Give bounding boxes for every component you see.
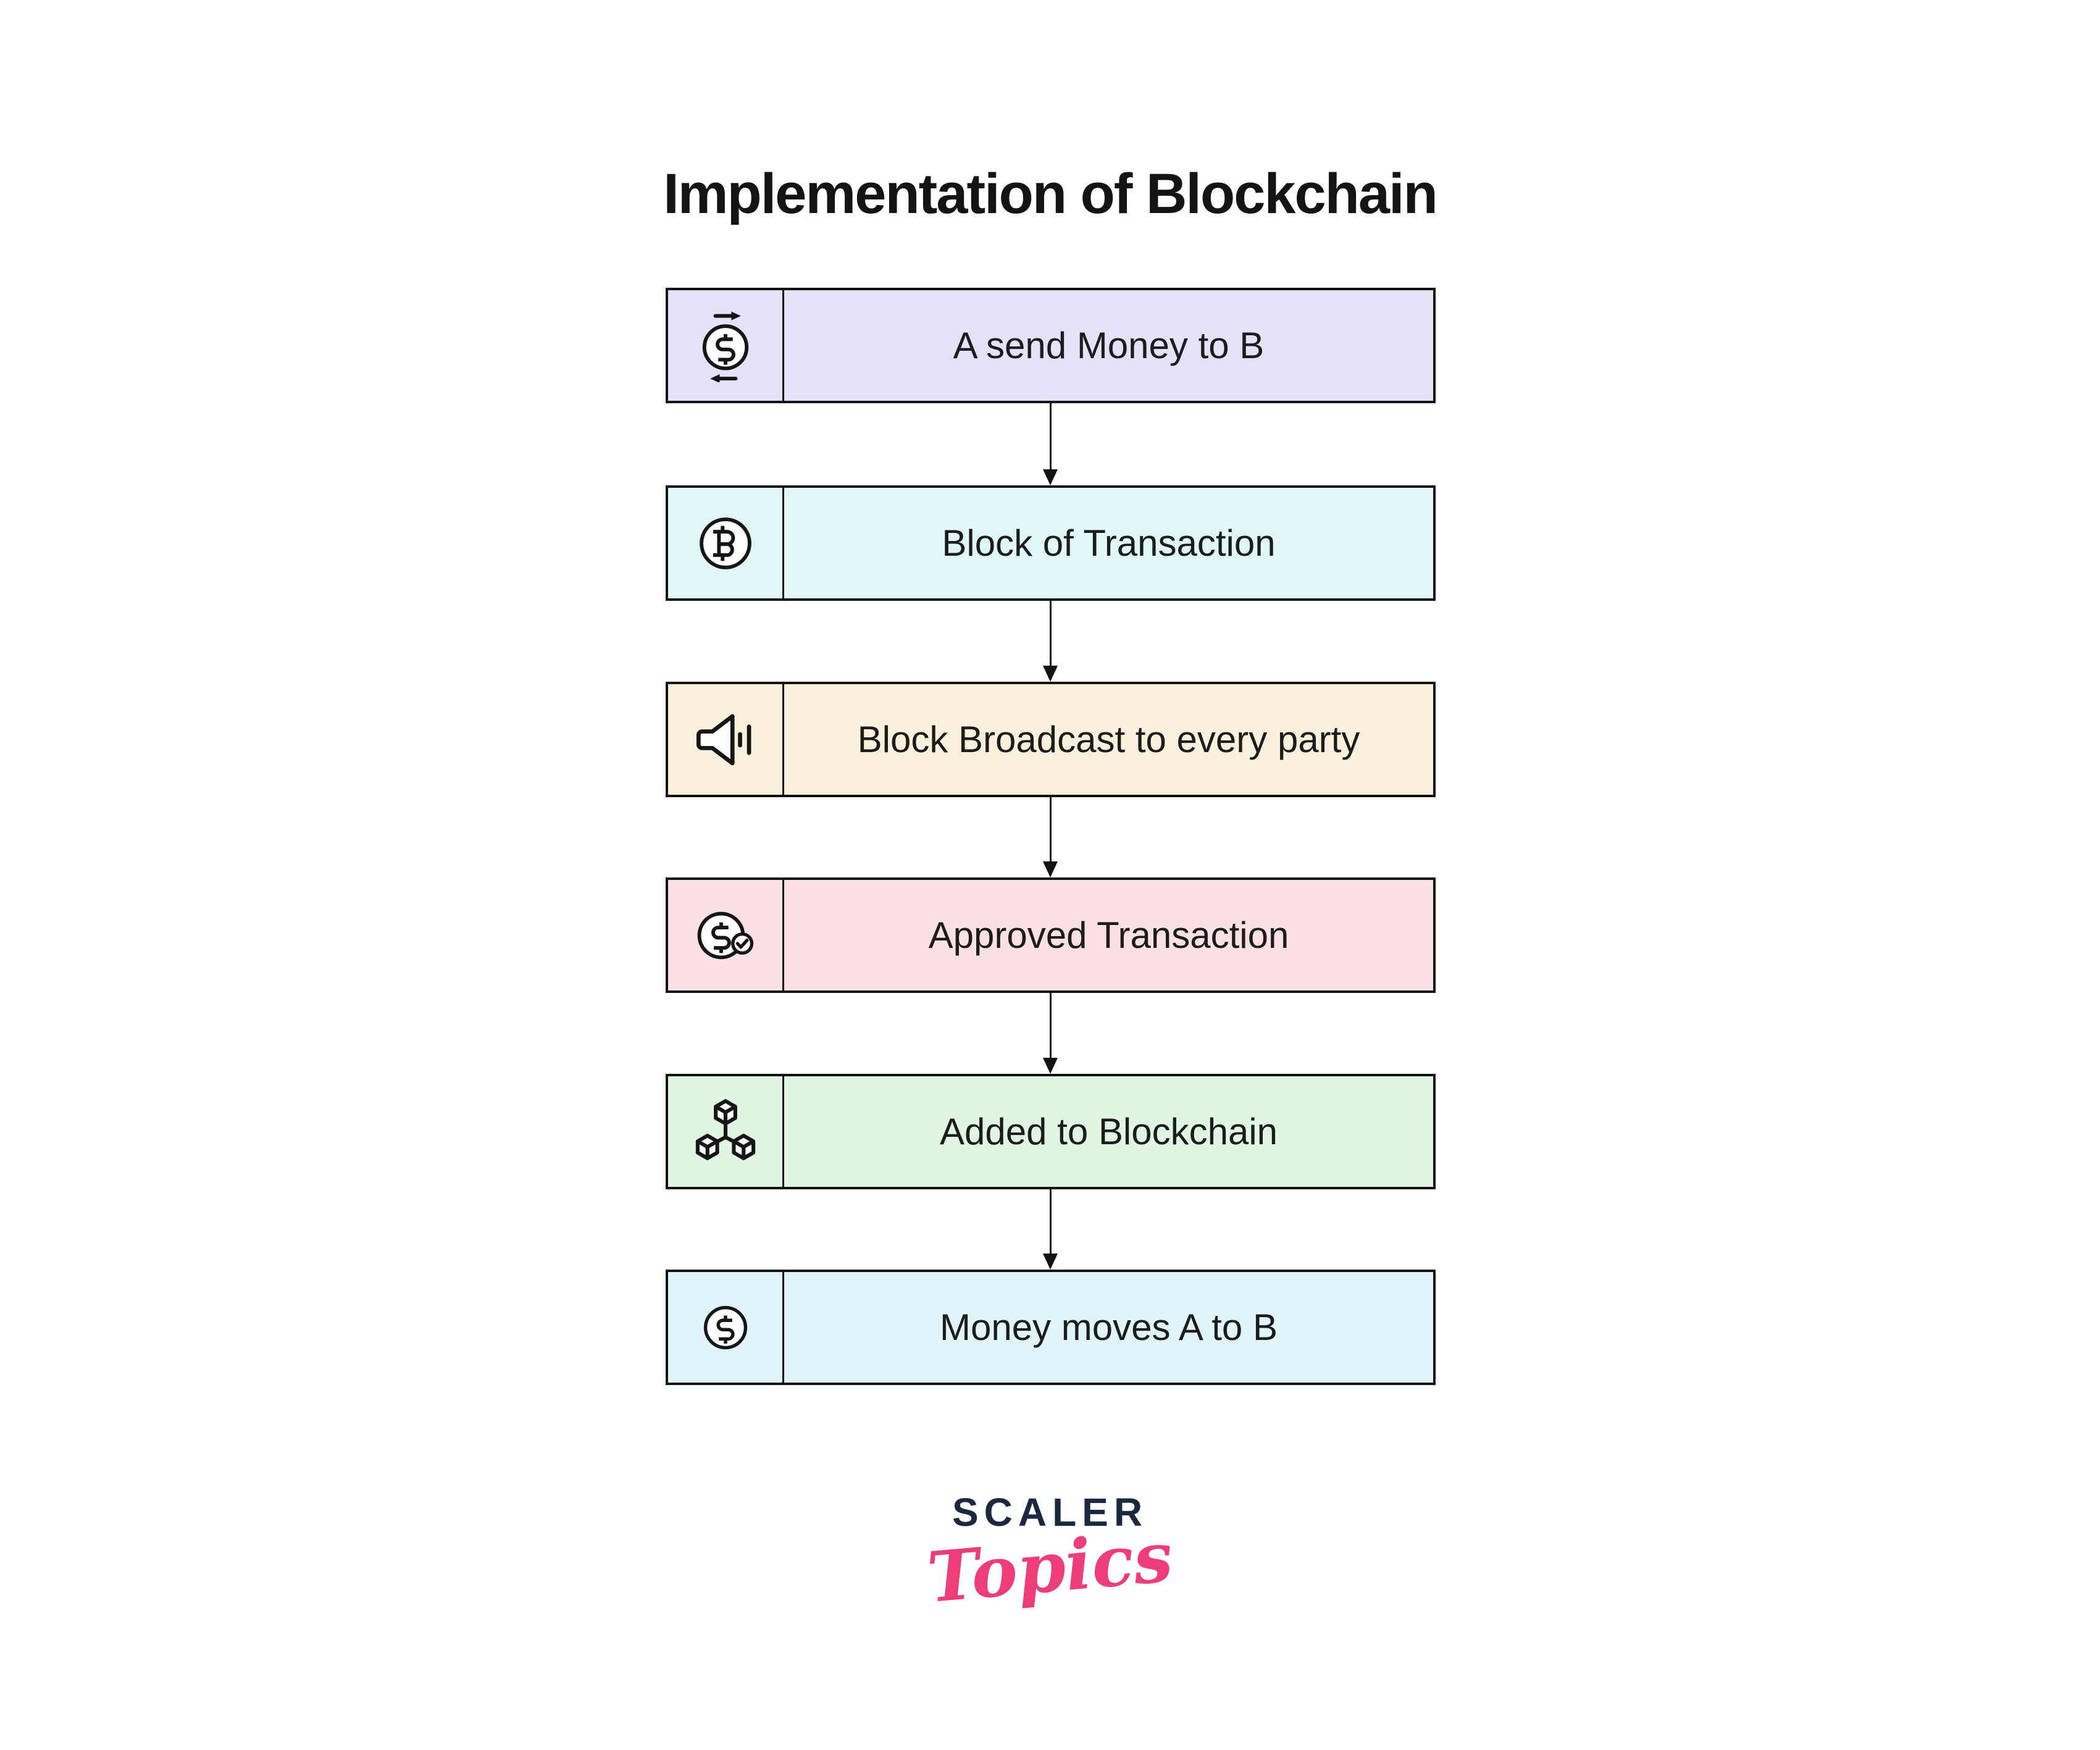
icon-cell — [668, 290, 784, 401]
arrow-down-icon — [1042, 797, 1058, 877]
arrow-line — [1049, 601, 1052, 666]
flow-step-block-broadcast: Block Broadcast to every party — [666, 682, 1436, 797]
flow-step-send-money: A send Money to B — [666, 288, 1436, 403]
flow-step-money-moves: Money moves A to B — [666, 1270, 1436, 1385]
dollar-coin-icon — [703, 1305, 747, 1349]
arrow-head — [1043, 1058, 1058, 1074]
icon-cell — [668, 1076, 784, 1187]
step-label: A send Money to B — [953, 325, 1265, 366]
icon-cell — [668, 1272, 784, 1383]
flow-step-block-of-transaction: Block of Transaction — [666, 485, 1436, 601]
arrow-head — [1043, 861, 1058, 877]
approved-transaction-icon — [697, 911, 753, 959]
label-cell: Block Broadcast to every party — [784, 684, 1433, 795]
speaker-icon — [696, 714, 751, 765]
arrow-line — [1049, 993, 1052, 1058]
arrow-down-icon — [1042, 601, 1058, 682]
step-label: Approved Transaction — [928, 915, 1289, 956]
arrow-line — [1049, 403, 1052, 469]
arrow-down-icon — [1042, 1189, 1058, 1270]
arrow-head — [1043, 666, 1058, 682]
icon-cell — [668, 684, 784, 795]
money-transfer-icon — [702, 311, 748, 382]
arrow-head — [1043, 469, 1058, 485]
icon-cell — [668, 488, 784, 598]
label-cell: Block of Transaction — [784, 488, 1433, 598]
step-label: Money moves A to B — [940, 1307, 1278, 1348]
label-cell: Money moves A to B — [784, 1272, 1433, 1383]
flow-step-approved-transaction: Approved Transaction — [666, 877, 1436, 993]
label-cell: Approved Transaction — [784, 880, 1433, 990]
blockchain-cubes-icon — [695, 1099, 755, 1160]
label-cell: A send Money to B — [784, 290, 1433, 401]
step-label: Block Broadcast to every party — [857, 719, 1360, 760]
flow-step-added-to-blockchain: Added to Blockchain — [666, 1074, 1436, 1189]
scaler-topics-logo: SCALER Topics — [0, 1489, 2100, 1618]
label-cell: Added to Blockchain — [784, 1076, 1433, 1187]
icon-cell — [668, 880, 784, 990]
step-label: Added to Blockchain — [939, 1111, 1278, 1152]
bitcoin-icon — [699, 517, 751, 569]
step-label: Block of Transaction — [942, 522, 1276, 564]
arrow-line — [1049, 1189, 1052, 1254]
logo-scaler-text: SCALER — [952, 1490, 1148, 1534]
arrow-down-icon — [1042, 993, 1058, 1074]
arrow-head — [1043, 1254, 1058, 1270]
arrow-down-icon — [1042, 403, 1058, 485]
diagram-title: Implementation of Blockchain — [663, 162, 1438, 225]
arrow-line — [1049, 797, 1052, 861]
